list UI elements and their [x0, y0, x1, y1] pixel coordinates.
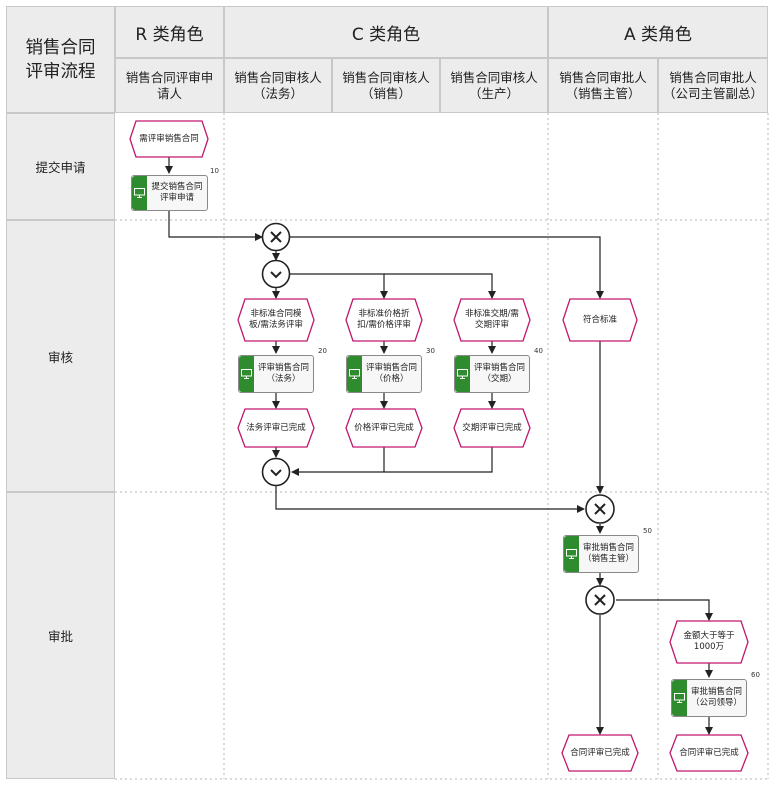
- column-header-applicant: 销售合同评审申请人: [115, 58, 224, 113]
- event-delivery-done[interactable]: 交期评审已完成: [454, 409, 530, 447]
- event-shape: [237, 298, 315, 342]
- event-legal-need[interactable]: 非标准合同模板/需法务评审: [238, 299, 314, 341]
- function-number: 60: [751, 671, 760, 679]
- event-delivery-need[interactable]: 非标准交期/需交期评审: [454, 299, 530, 341]
- group-label-c: C 类角色: [351, 24, 421, 45]
- column-label: 销售合同审核人（销售）: [342, 69, 430, 101]
- function-number: 20: [318, 347, 327, 355]
- event-shape: [345, 408, 423, 448]
- page-title: 销售合同评审流程: [6, 6, 115, 113]
- function-approve-vp[interactable]: 审批销售合同（公司领导）: [671, 679, 747, 717]
- function-review-legal[interactable]: 评审销售合同（法务）: [238, 355, 314, 393]
- event-shape: [453, 298, 531, 342]
- lane-text: 审核: [47, 349, 73, 365]
- lane-text: 审批: [47, 629, 73, 644]
- event-label: 价格评审已完成: [354, 422, 414, 433]
- grid-lines: [115, 113, 769, 780]
- monitor-icon: [132, 176, 147, 210]
- column-label: 销售合同评审申请人: [125, 69, 214, 101]
- monitor-icon: [672, 680, 687, 716]
- event-shape: [345, 298, 423, 342]
- monitor-icon: [455, 356, 470, 392]
- column-header-sales: 销售合同审核人（销售）: [332, 58, 440, 113]
- group-header-a: A 类角色: [548, 6, 768, 58]
- group-header-r: R 类角色: [115, 6, 224, 58]
- group-label-r: R 类角色: [135, 24, 204, 45]
- function-number: 10: [210, 167, 219, 175]
- column-header-vp: 销售合同审批人（公司主管副总）: [658, 58, 768, 113]
- lane-label-submit: 提交申请: [6, 113, 115, 220]
- function-label: 审批销售合同（销售主管）: [582, 543, 634, 564]
- event-label: 非标准价格折扣/需价格评审: [357, 309, 411, 330]
- column-header-legal: 销售合同审核人（法务）: [224, 58, 332, 113]
- event-shape: [237, 408, 315, 448]
- event-meets-standard[interactable]: 符合标准: [563, 299, 637, 341]
- event-need-review[interactable]: 需评审销售合同: [130, 121, 208, 157]
- event-contract-done[interactable]: 合同评审已完成: [562, 735, 638, 771]
- event-shape: [129, 120, 209, 158]
- event-label: 交期评审已完成: [462, 422, 522, 433]
- event-label: 符合标准: [582, 314, 617, 325]
- and-connector-icon: [261, 457, 291, 487]
- event-contract-done[interactable]: 合同评审已完成: [670, 735, 748, 771]
- column-label: 销售合同审核人（生产）: [450, 69, 538, 101]
- function-label: 提交销售合同评审申请: [151, 182, 203, 203]
- event-label: 法务评审已完成: [246, 422, 306, 433]
- event-legal-done[interactable]: 法务评审已完成: [238, 409, 314, 447]
- group-header-c: C 类角色: [224, 6, 548, 58]
- event-shape: [453, 408, 531, 448]
- title-text: 销售合同评审流程: [25, 37, 96, 82]
- xor-connector-icon: [261, 222, 291, 252]
- event-shape: [562, 298, 638, 342]
- column-label: 销售合同审批人（公司主管副总）: [663, 69, 764, 101]
- event-label: 非标准合同模板/需法务评审: [249, 309, 303, 330]
- xor-connector-icon: [585, 494, 615, 524]
- column-label: 销售合同审批人（销售主管）: [559, 69, 647, 101]
- event-amount-ge[interactable]: 金额大于等于 1000万: [670, 621, 748, 663]
- event-label: 需评审销售合同: [139, 133, 199, 144]
- function-label: 审批销售合同（公司领导）: [690, 687, 742, 708]
- lane-label-review: 审核: [6, 220, 115, 492]
- function-label: 评审销售合同（法务）: [257, 363, 309, 384]
- group-label-a: A 类角色: [623, 24, 693, 45]
- column-header-production: 销售合同审核人（生产）: [440, 58, 548, 113]
- function-number: 40: [534, 347, 543, 355]
- event-price-need[interactable]: 非标准价格折扣/需价格评审: [346, 299, 422, 341]
- function-review-delivery[interactable]: 评审销售合同（交期）: [454, 355, 530, 393]
- function-label: 评审销售合同（价格）: [365, 363, 417, 384]
- lane-label-approve: 审批: [6, 492, 115, 779]
- function-number: 50: [643, 527, 652, 535]
- event-label: 非标准交期/需交期评审: [465, 309, 519, 330]
- event-shape: [561, 734, 639, 772]
- and-connector-icon: [261, 259, 291, 289]
- function-label: 评审销售合同（交期）: [473, 363, 525, 384]
- lane-text: 提交申请: [35, 160, 86, 175]
- event-label: 金额大于等于 1000万: [683, 631, 735, 652]
- function-number: 30: [426, 347, 435, 355]
- event-price-done[interactable]: 价格评审已完成: [346, 409, 422, 447]
- function-approve-manager[interactable]: 审批销售合同（销售主管）: [563, 535, 639, 573]
- monitor-icon: [347, 356, 362, 392]
- event-label: 合同评审已完成: [679, 747, 739, 758]
- monitor-icon: [239, 356, 254, 392]
- event-label: 合同评审已完成: [570, 747, 630, 758]
- function-submit[interactable]: 提交销售合同评审申请: [131, 175, 208, 211]
- column-header-sales-manager: 销售合同审批人（销售主管）: [548, 58, 658, 113]
- function-review-price[interactable]: 评审销售合同（价格）: [346, 355, 422, 393]
- event-shape: [669, 620, 749, 664]
- xor-connector-icon: [585, 585, 615, 615]
- column-label: 销售合同审核人（法务）: [234, 69, 322, 101]
- flow-lines: [165, 157, 713, 735]
- event-shape: [669, 734, 749, 772]
- monitor-icon: [564, 536, 579, 572]
